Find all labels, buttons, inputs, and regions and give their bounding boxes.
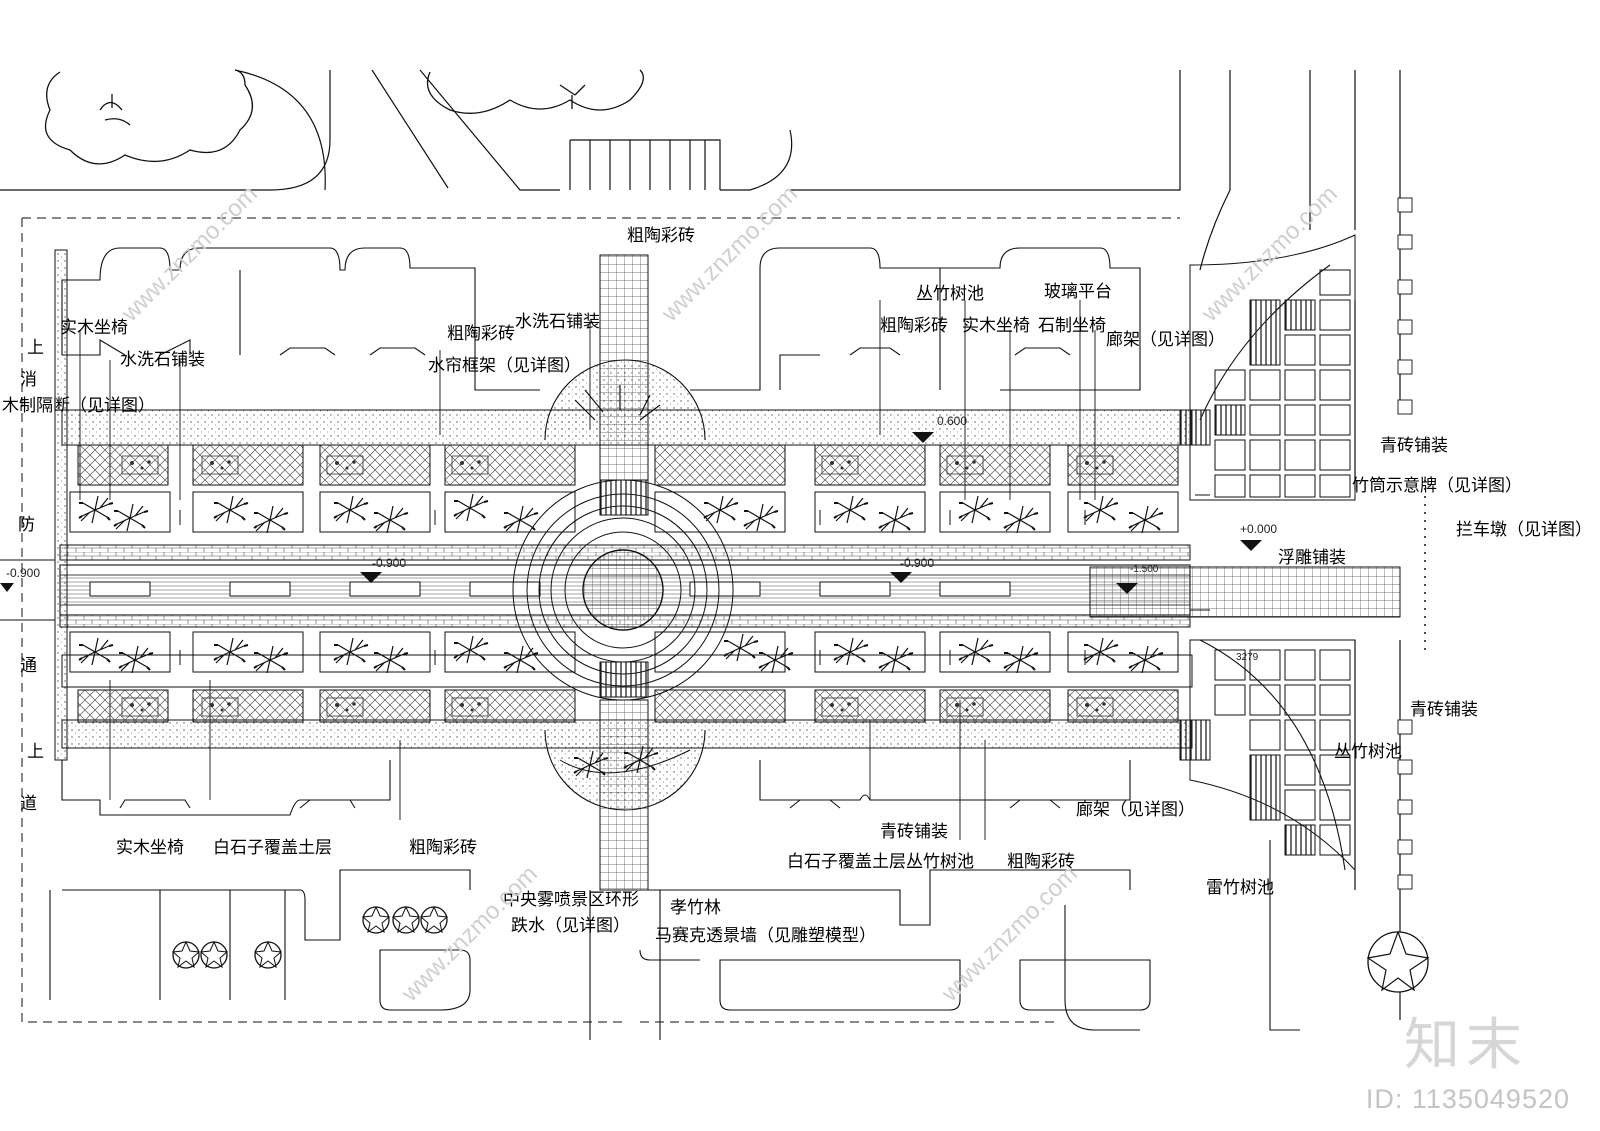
label-baishizi: 白石子覆盖土层 xyxy=(213,838,332,858)
label-zhongyang-line1: 中央雾喷景区环形 xyxy=(503,890,639,910)
elevation-mid1: -0.900 xyxy=(372,556,407,570)
watermark-id: ID: 1135049520 xyxy=(1365,1084,1570,1114)
side-text-shang2: 上 xyxy=(27,742,44,762)
side-text-dao: 道 xyxy=(20,794,37,814)
label-leizhu-shuchi: 雷竹树池 xyxy=(1206,878,1274,898)
label-cutaochuanzhuan-br: 粗陶彩砖 xyxy=(1007,852,1075,872)
label-zhongyang-line2: 跌水（见详图） xyxy=(511,916,630,936)
elevation-right: -1.500 xyxy=(1130,564,1159,575)
elevation-0600: 0.600 xyxy=(937,414,968,428)
label-cutaochuanzhuan-r: 粗陶彩砖 xyxy=(880,316,948,336)
label-cutaochuanzhuan-top: 粗陶彩砖 xyxy=(627,226,695,246)
dimension-3279: 3279 xyxy=(1236,652,1259,663)
label-cutaochuanzhuan-l: 粗陶彩砖 xyxy=(447,324,515,344)
elevation-mid2: -0.900 xyxy=(900,556,935,570)
label-shuixishi-puzhuang-c: 水洗石铺装 xyxy=(515,312,600,332)
side-text-tong: 通 xyxy=(20,656,37,676)
label-masaike: 马赛克透景墙（见雕塑模型） xyxy=(655,926,876,946)
label-shizhi-zuoyi: 石制坐椅 xyxy=(1038,316,1106,336)
label-qingzhuan-puzhuang-2: 青砖铺装 xyxy=(1410,700,1478,720)
label-zhutong-shiyipai: 竹筒示意牌（见详图） xyxy=(1352,476,1522,496)
label-shimuzuoyi-tl: 实木坐椅 xyxy=(60,318,128,338)
side-text-fang: 防 xyxy=(18,515,35,535)
label-fudiao-puzhuang: 浮雕铺装 xyxy=(1278,548,1346,568)
side-text-xiao: 消 xyxy=(20,370,37,390)
elevation-left: -0.900 xyxy=(6,566,41,580)
label-shuixishi-puzhuang-l: 水洗石铺装 xyxy=(120,350,205,370)
label-qingzhuan-puzhuang-b: 青砖铺装 xyxy=(880,822,948,842)
label-shimuzuoyi-bl: 实木坐椅 xyxy=(116,838,184,858)
label-qingzhuan-puzhuang-1: 青砖铺装 xyxy=(1380,436,1448,456)
label-shuilian-kuangjia: 水帘框架（见详图） xyxy=(428,356,581,376)
watermark-brand: 知末 xyxy=(1404,1013,1528,1078)
label-boli-pingtai: 玻璃平台 xyxy=(1044,282,1112,302)
label-xiaozhulin: 孝竹林 xyxy=(670,898,721,918)
label-cutaochuanzhuan-bl: 粗陶彩砖 xyxy=(409,838,477,858)
label-congzhu-shuchi-r: 丛竹树池 xyxy=(1334,742,1402,762)
label-langjia-top: 廊架（见详图） xyxy=(1106,330,1225,350)
label-shimuzuoyi-tr: 实木坐椅 xyxy=(962,316,1030,336)
elevation-0000: +0.000 xyxy=(1240,522,1278,536)
label-congzhu-shuchi-top: 丛竹树池 xyxy=(916,284,984,304)
label-baishizi-congzhu: 白石子覆盖土层丛竹树池 xyxy=(787,852,974,872)
label-muzhi-geduan: 木制隔断（见详图） xyxy=(2,396,155,416)
label-langjia-bottom: 廊架（见详图） xyxy=(1076,800,1195,820)
side-text-shang1: 上 xyxy=(27,338,44,358)
label-lanchedun: 拦车墩（见详图） xyxy=(1456,520,1592,540)
